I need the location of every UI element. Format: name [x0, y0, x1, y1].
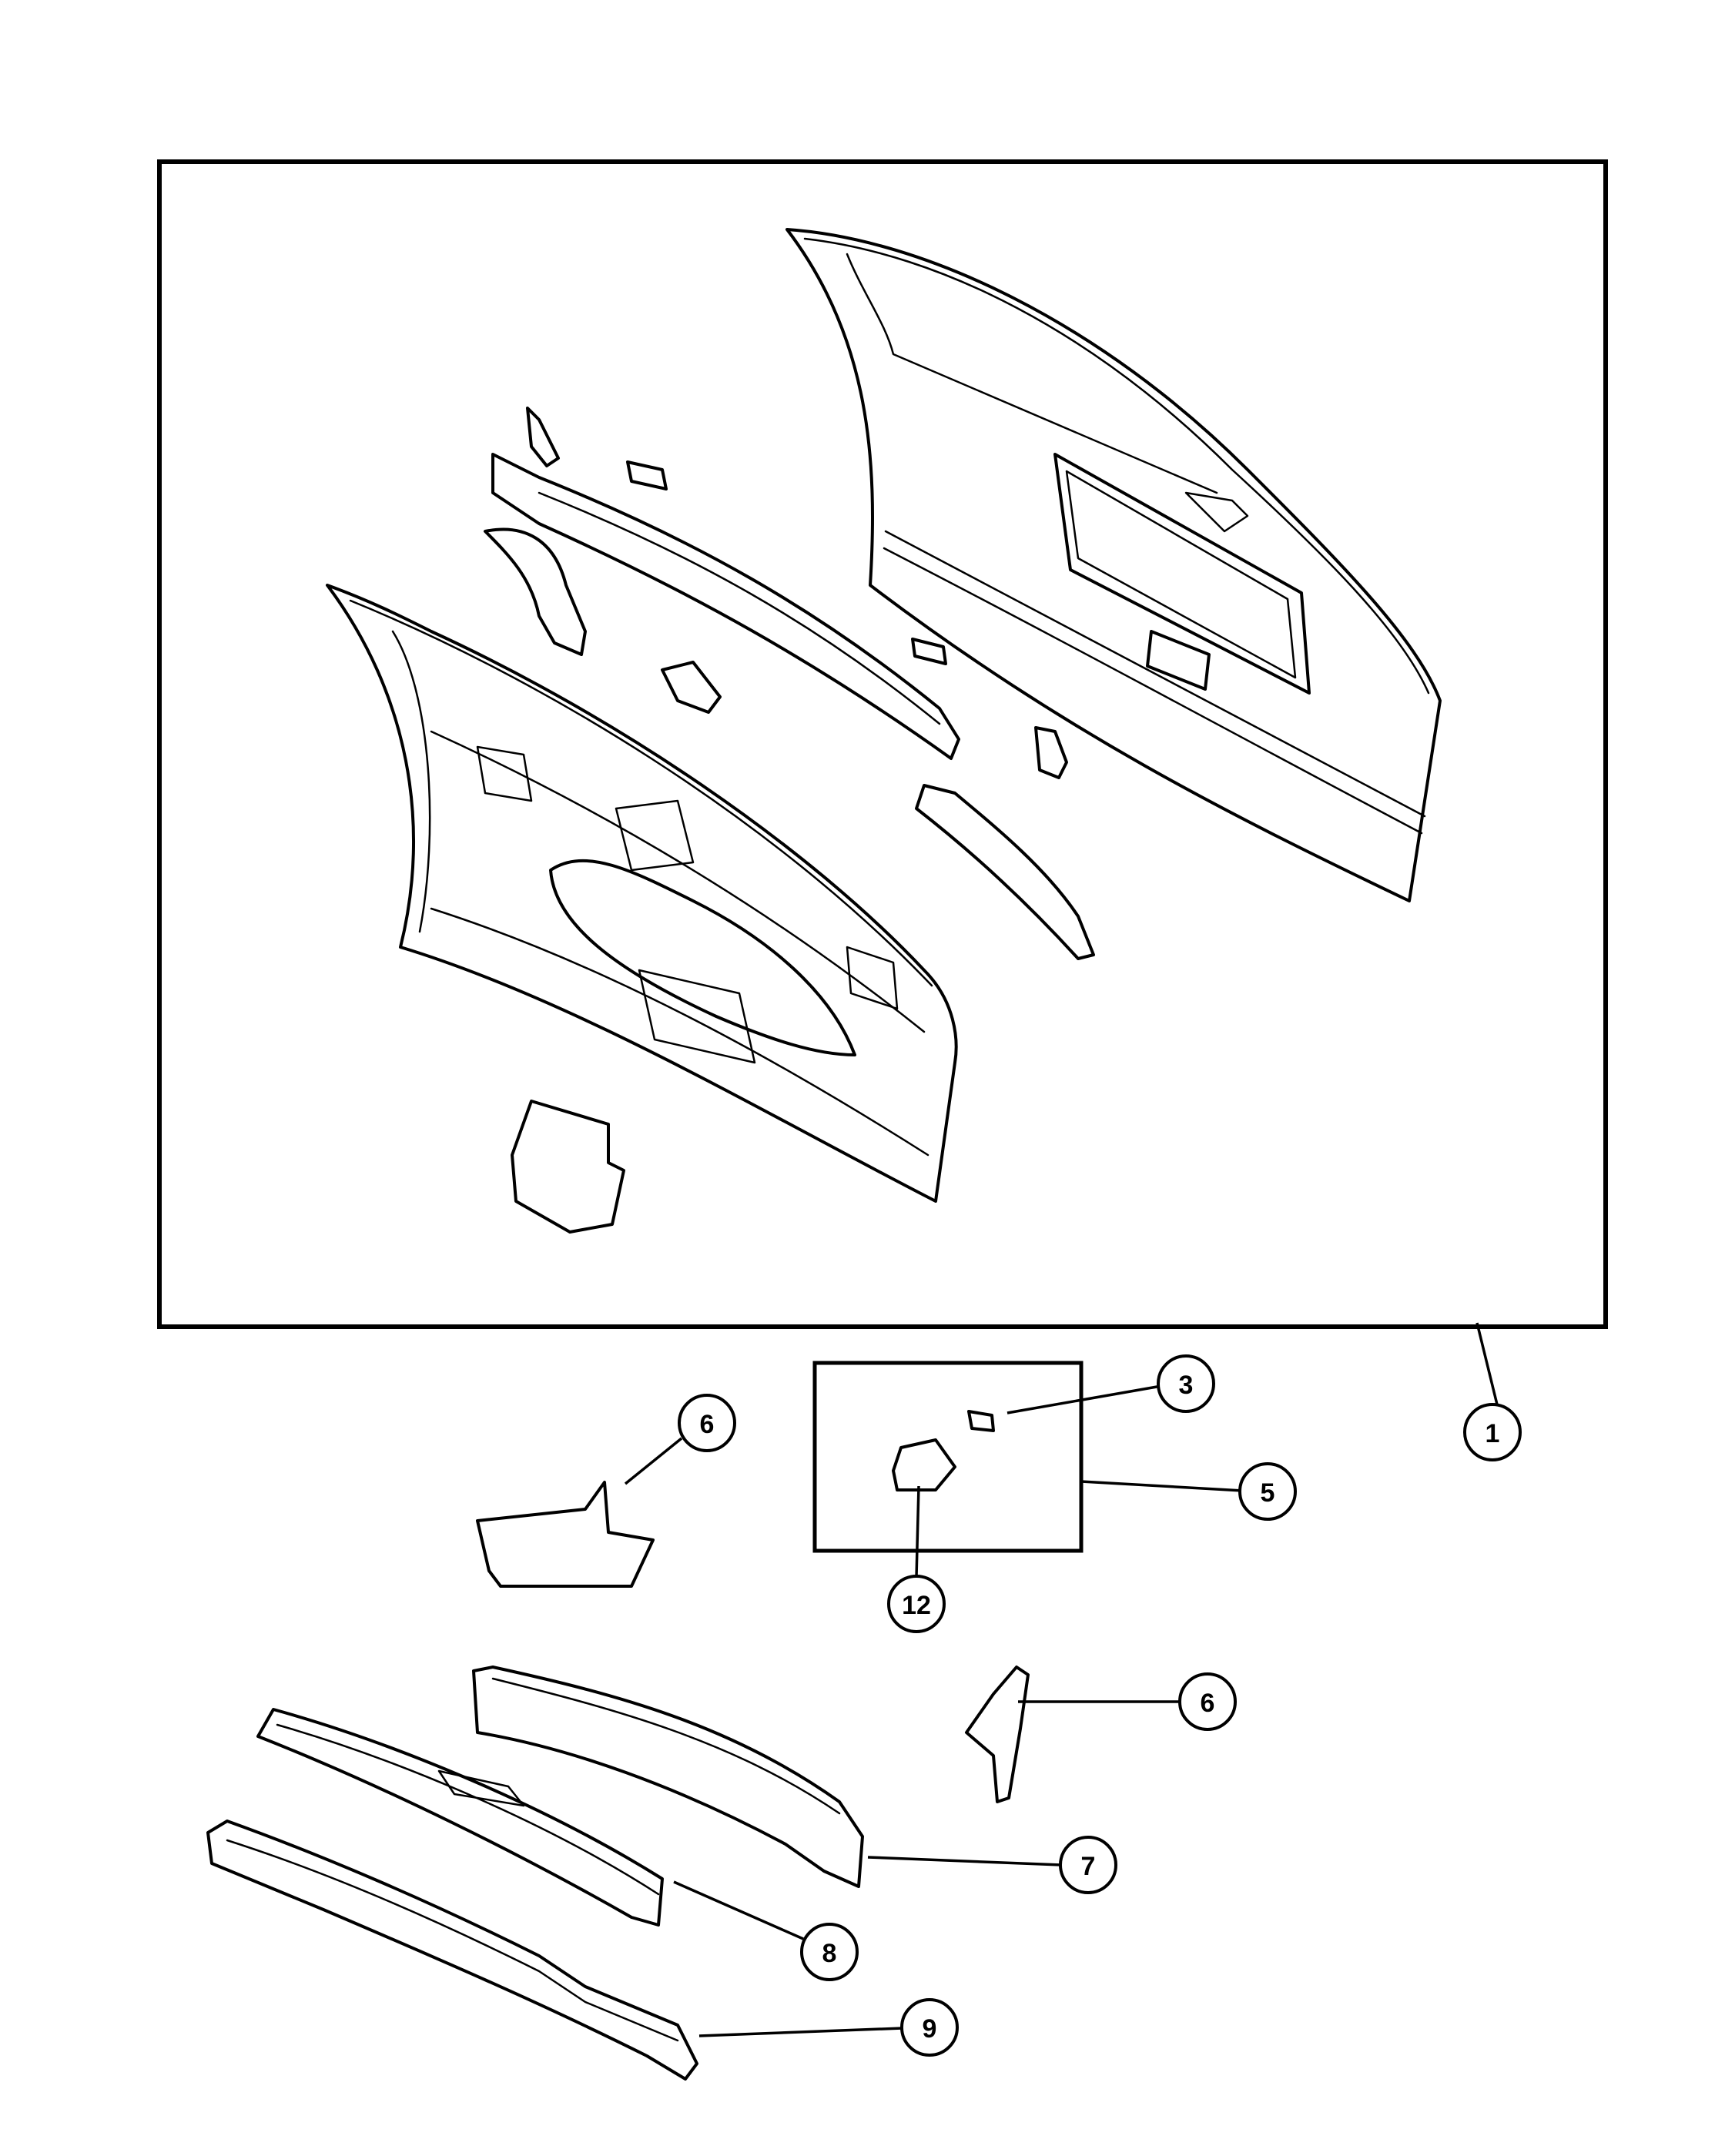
- callout-3: 3: [1157, 1354, 1215, 1413]
- leader-12: [915, 1485, 920, 1578]
- rail-part-7: [472, 1666, 864, 1888]
- callout-12-label: 12: [902, 1591, 931, 1620]
- liftgate-inner-panel: [326, 584, 958, 1203]
- callout-1: 1: [1463, 1403, 1522, 1461]
- lower-corner-bracket: [511, 1100, 625, 1234]
- callout-6-left-label: 6: [700, 1410, 715, 1439]
- callout-5: 5: [1238, 1462, 1297, 1521]
- callout-3-label: 3: [1179, 1371, 1194, 1400]
- bracket-part-12: [892, 1438, 956, 1491]
- callout-6-right-label: 6: [1201, 1689, 1215, 1718]
- rail-part-9: [206, 1820, 698, 2081]
- center-bracket: [661, 661, 722, 714]
- leader-3: [1007, 1384, 1162, 1414]
- callout-9: 9: [900, 1998, 959, 2057]
- leader-8: [673, 1880, 804, 1940]
- callout-8: 8: [800, 1923, 859, 1981]
- callout-6-right: 6: [1178, 1672, 1237, 1731]
- upper-bracket: [484, 527, 587, 656]
- callout-9-label: 9: [923, 2014, 937, 2044]
- clip-part-3: [967, 1410, 995, 1432]
- callout-5-label: 5: [1261, 1478, 1275, 1508]
- rail-part-8-plate: [437, 1769, 525, 1807]
- leader-9: [698, 2027, 903, 2037]
- rail-part-9-edge: [226, 1839, 679, 2042]
- rail-part-8-edge: [276, 1723, 660, 1896]
- liftgate-outer-panel: [785, 228, 1442, 902]
- upper-cross-member: [491, 407, 960, 760]
- leader-6a: [624, 1437, 683, 1485]
- callout-1-label: 1: [1486, 1419, 1500, 1448]
- leader-5: [1080, 1480, 1244, 1492]
- callout-12: 12: [887, 1575, 946, 1633]
- leader-1: [1475, 1322, 1499, 1408]
- rail-part-8: [256, 1708, 664, 1927]
- rail-part-7-edge: [491, 1677, 841, 1815]
- latch-bracket: [1034, 726, 1068, 779]
- leader-7: [867, 1856, 1062, 1866]
- assembly-frame: [157, 159, 1608, 1329]
- bracket-part-6-right: [965, 1666, 1030, 1803]
- bracket-part-6-left: [476, 1481, 655, 1588]
- callout-7: 7: [1059, 1836, 1117, 1894]
- callout-8-label: 8: [822, 1939, 837, 1968]
- callout-6-left: 6: [678, 1394, 736, 1452]
- hardware-kit-box: [812, 1361, 1084, 1553]
- side-reinforcement: [915, 784, 1095, 960]
- callout-7-label: 7: [1081, 1852, 1096, 1881]
